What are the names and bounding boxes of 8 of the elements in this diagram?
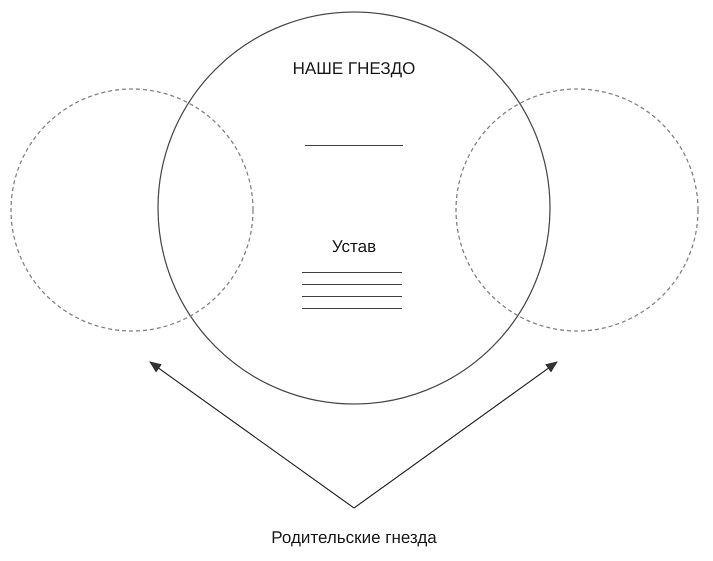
arrow [354, 361, 558, 508]
circle [157, 11, 551, 405]
caption-text: Родительские гнезда [256, 528, 452, 552]
section-heading: Устав [332, 237, 376, 257]
circle-title: НАШЕ ГНЕЗДО [292, 59, 416, 79]
dashed-circle [455, 88, 699, 332]
dashed-circle [10, 88, 254, 332]
arrow [149, 361, 354, 508]
